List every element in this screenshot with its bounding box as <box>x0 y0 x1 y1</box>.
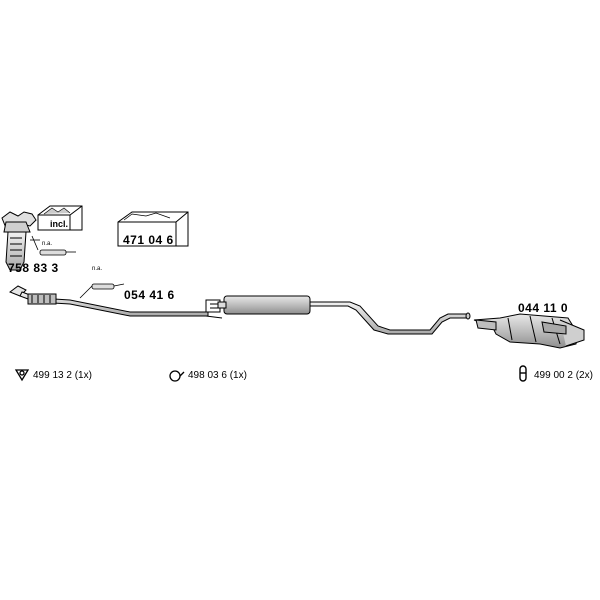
part-number-manifold: 758 83 3 <box>8 261 59 275</box>
na-label-2: n.a. <box>92 266 103 272</box>
intermediate-pipe <box>309 301 471 335</box>
legend-rubber-mount: 499 00 2 (2x) <box>534 370 593 381</box>
lambda-sensor-2 <box>79 283 125 299</box>
manifold-catalytic-converter <box>1 211 37 271</box>
na-label-1: n.a. <box>42 241 53 247</box>
clamp-icon <box>169 370 185 382</box>
rubber-mount-icon <box>519 365 527 382</box>
legend-clamp: 498 03 6 (1x) <box>188 370 247 381</box>
part-number-mounting-kit: 471 04 6 <box>123 233 174 247</box>
legend-gasket: 499 13 2 (1x) <box>33 370 92 381</box>
mounting-kit-box <box>117 211 189 247</box>
part-number-rear-silencer: 044 11 0 <box>518 301 569 315</box>
lambda-sensor-1 <box>30 235 76 256</box>
rear-silencer <box>473 313 585 349</box>
part-number-front-pipe: 054 41 6 <box>124 288 175 302</box>
pipe-clamp <box>205 299 223 319</box>
included-parts-box <box>37 205 83 231</box>
gasket-icon <box>14 369 30 382</box>
incl-label: incl. <box>50 219 69 229</box>
middle-silencer <box>217 295 311 315</box>
front-pipe <box>8 285 209 317</box>
